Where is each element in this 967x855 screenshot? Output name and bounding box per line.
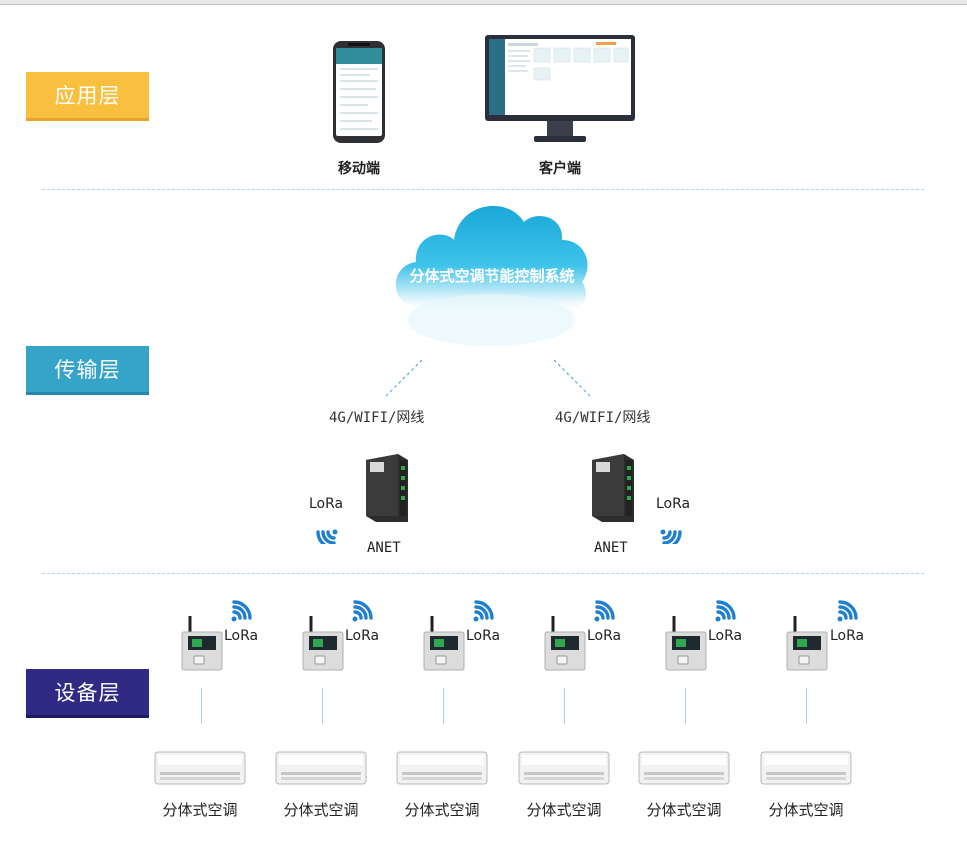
- link-label-left: 4G/WIFI/网线: [329, 410, 425, 426]
- lora-controller-device: [665, 616, 707, 671]
- wifi-signal-icon: [473, 600, 494, 622]
- wifi-signal-icon: [660, 529, 682, 544]
- desktop-monitor-icon: [485, 35, 635, 142]
- lora-controller-device: [544, 616, 586, 671]
- gateway-2-name: ANET: [594, 540, 628, 556]
- connector-line: [322, 688, 323, 724]
- device-row: LoRa 分体式空调 LoRa 分: [150, 596, 910, 826]
- gateway-1-name: ANET: [367, 540, 401, 556]
- split-air-conditioner-icon: [154, 751, 246, 785]
- split-air-conditioner-icon: [396, 751, 488, 785]
- controller-1-radio: LoRa: [224, 628, 259, 644]
- lora-controller-device: [181, 616, 223, 671]
- link-label-right: 4G/WIFI/网线: [555, 410, 651, 426]
- wifi-signal-icon: [594, 600, 615, 622]
- connector-line: [564, 688, 565, 724]
- divider-transport-device: [42, 573, 924, 574]
- connector-line: [443, 688, 444, 724]
- cloud-system-title: 分体式空调节能控制系统: [409, 267, 575, 285]
- controller-3-radio: LoRa: [466, 628, 501, 644]
- cloud-icon: [395, 205, 588, 346]
- mobile-phone-icon: [333, 41, 385, 143]
- top-border: [0, 0, 967, 5]
- ac-label-4: 分体式空调: [526, 801, 602, 819]
- desktop-client-label: 客户端: [539, 161, 581, 177]
- ac-label-1: 分体式空调: [162, 801, 238, 819]
- ac-label-2: 分体式空调: [283, 801, 359, 819]
- wifi-signal-icon: [715, 600, 736, 622]
- split-air-conditioner-icon: [518, 751, 610, 785]
- split-air-conditioner-icon: [275, 751, 367, 785]
- wifi-signal-icon: [231, 600, 252, 622]
- gateway-2-radio: LoRa: [656, 496, 691, 512]
- controller-5-radio: LoRa: [708, 628, 743, 644]
- connector-line: [806, 688, 807, 724]
- ac-label-6: 分体式空调: [768, 801, 844, 819]
- divider-application-transport: [42, 189, 924, 190]
- split-air-conditioner-icon: [638, 751, 730, 785]
- connector-line: [201, 688, 202, 724]
- lora-controller-device: [786, 616, 828, 671]
- wifi-signal-icon: [352, 600, 373, 622]
- mobile-client-label: 移动端: [338, 161, 380, 177]
- lora-controller-device: [423, 616, 465, 671]
- cloud-connection-lines: [383, 359, 593, 399]
- anet-gateway-device: [592, 454, 634, 522]
- device-layer-label: 设备层: [26, 669, 149, 718]
- anet-gateway-device: [366, 454, 408, 522]
- gateway-1-radio: LoRa: [309, 496, 344, 512]
- controller-6-radio: LoRa: [830, 628, 865, 644]
- wifi-signal-icon: [316, 529, 338, 544]
- connector-line: [685, 688, 686, 724]
- transport-layer-label: 传输层: [26, 346, 149, 395]
- ac-label-3: 分体式空调: [404, 801, 480, 819]
- controller-2-radio: LoRa: [345, 628, 380, 644]
- ac-label-5: 分体式空调: [646, 801, 722, 819]
- controller-4-radio: LoRa: [587, 628, 622, 644]
- split-air-conditioner-icon: [760, 751, 852, 785]
- lora-controller-device: [302, 616, 344, 671]
- wifi-signal-icon: [837, 600, 858, 622]
- application-layer-label: 应用层: [26, 72, 149, 121]
